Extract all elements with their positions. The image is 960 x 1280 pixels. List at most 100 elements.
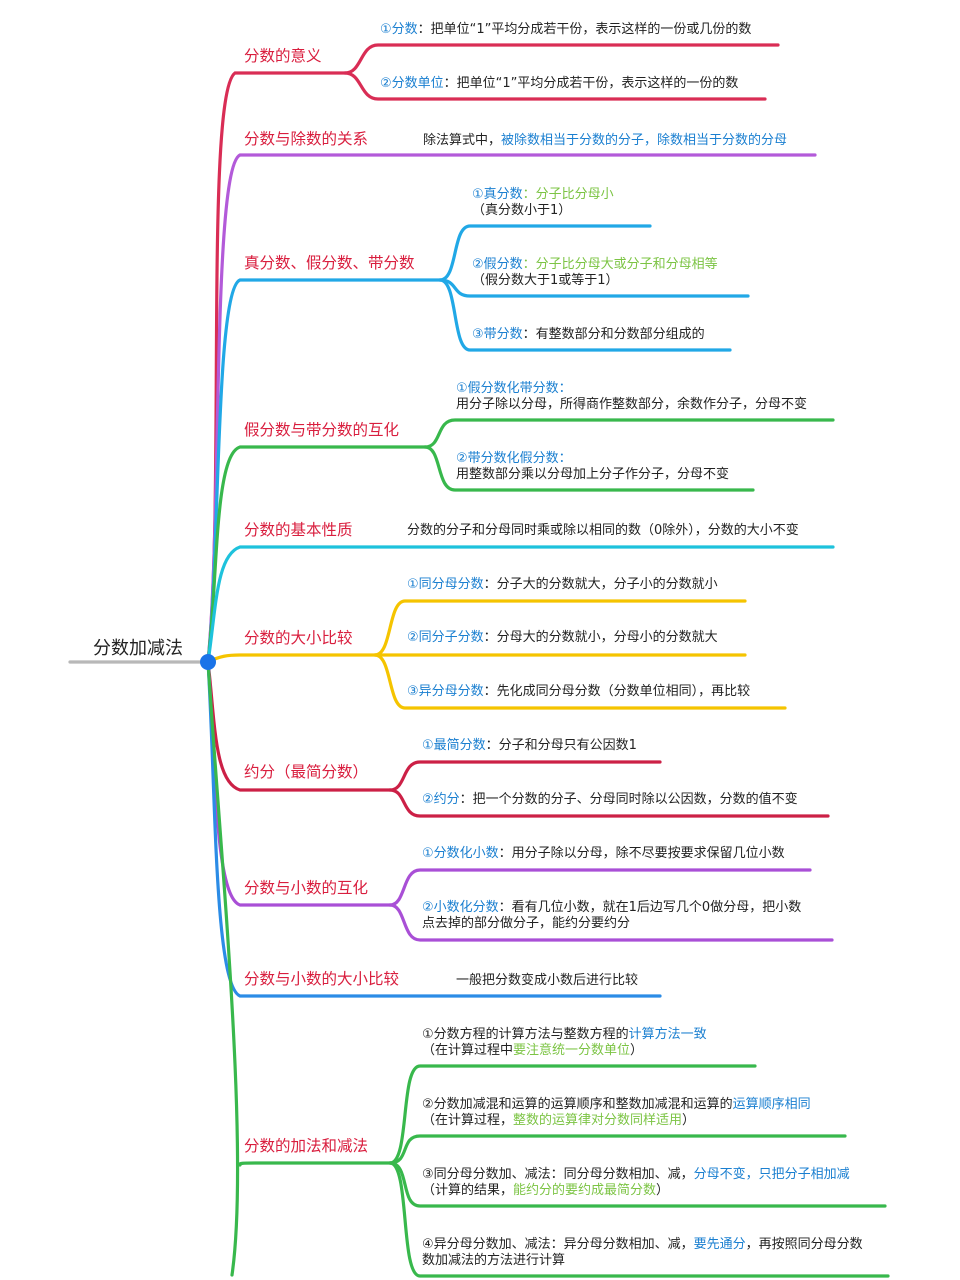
leaf-segment: 数加减法的方法进行计算 <box>422 1253 566 1268</box>
leaf-segment: ①同分母分数 <box>407 577 484 592</box>
leaf-segment: 要注意统一分数单位 <box>513 1043 631 1058</box>
leaf-segment: ，再按照同分母分数 <box>745 1237 863 1252</box>
leaf-4-1: ①假分数化带分数： 用分子除以分母，所得商作整数部分，余数作分子，分母不变 <box>456 381 807 413</box>
branch-title-8: 分数与小数的互化 <box>244 879 369 897</box>
leaf-segment: 用整数部分乘以分母加上分子作分子，分母不变 <box>456 467 730 482</box>
leaf-6-1: ①同分母分数：分子大的分数就大，分子小的分数就小 <box>407 577 718 593</box>
connector-branch-9 <box>206 660 662 998</box>
connector-branch-6 <box>206 653 377 664</box>
leaf-10-4: ④异分母分数加、减法：异分母分数相加、减，要先通分，再按照同分母分数 数加减法的… <box>422 1237 863 1269</box>
connector-leaf-10-2 <box>388 1134 847 1165</box>
leaf-10-2: ②分数加减混和运算的运算顺序和整数加减混和运算的运算顺序相同 （在计算过程，整数… <box>422 1097 811 1129</box>
leaf-10-1: ①分数方程的计算方法与整数方程的计算方法一致 （在计算过程中要注意统一分数单位） <box>422 1027 707 1059</box>
leaf-segment: ①分数化小数 <box>422 846 499 861</box>
leaf-segment: ②同分子分数 <box>407 630 484 645</box>
connector-leaf-4-1 <box>423 418 835 449</box>
leaf-segment: 整数的运算律对分数同样适用 <box>513 1113 683 1128</box>
leaf-segment: ④异分母分数加、减法：异分母分数相加、减， <box>422 1237 694 1252</box>
leaf-segment: 点去掉的部分做分子，能约分要约分 <box>422 916 631 931</box>
leaf-segment: 能约分的要约成最简分数 <box>513 1183 657 1198</box>
connector-branch-3 <box>206 278 442 664</box>
leaf-segment: ：把单位“1”平均分成若干份，表示这样的一份的数 <box>443 76 739 91</box>
leaf-segment: （在计算过程， <box>422 1113 514 1128</box>
leaf-segment: ③同分母分数加、减法：同分母分数相加、减， <box>422 1167 694 1182</box>
leaf-segment: ①分数方程的计算方法与整数方程的 <box>422 1027 629 1042</box>
leaf-segment: ：分母大的分数就小，分母小的分数就大 <box>483 630 718 645</box>
leaf-segment: ） <box>656 1183 670 1198</box>
leaf-segment: ②约分 <box>422 792 460 807</box>
branch-title-4: 假分数与带分数的互化 <box>244 421 400 439</box>
leaf-1-1: ①分数：把单位“1”平均分成若干份，表示这样的一份或几份的数 <box>380 22 751 38</box>
connector-branch-1 <box>206 71 347 664</box>
connector-leaf-8-2 <box>388 903 834 942</box>
leaf-segment: 计算方法一致 <box>628 1027 707 1042</box>
leaf-segment: ③带分数 <box>472 327 523 342</box>
connector-leaf-6-3 <box>373 653 787 710</box>
leaf-segment: 一般把分数变成小数后进行比较 <box>456 973 639 988</box>
connector-leaf-3-1 <box>438 224 652 282</box>
connector-branch-5 <box>206 545 835 664</box>
branch-title-2: 分数与除数的关系 <box>244 130 369 148</box>
leaf-segment: ） <box>682 1113 696 1128</box>
leaf-segment: ：分子比分母大或分子和分母相等 <box>522 257 718 272</box>
branch-title-5: 分数的基本性质 <box>244 521 353 539</box>
leaf-segment: ：有整数部分和分数部分组成的 <box>522 327 705 342</box>
leaf-5-1: 分数的分子和分母同时乘或除以相同的数（0除外），分数的大小不变 <box>407 523 799 539</box>
connector-branch-10-h <box>238 1161 392 1167</box>
connector-leaf-7-1 <box>388 760 662 792</box>
branch-title-1: 分数的意义 <box>244 47 322 65</box>
leaf-7-1: ①最简分数：分子和分母只有公因数1 <box>422 738 637 754</box>
leaf-segment: ②分数单位 <box>380 76 444 91</box>
leaf-segment: ②分数加减混和运算的运算顺序和整数加减混和运算的 <box>422 1097 733 1112</box>
connector-leaf-1-1 <box>343 43 780 75</box>
connector-leaf-10-4 <box>388 1161 890 1278</box>
leaf-segment: （计算的结果， <box>422 1183 514 1198</box>
leaf-3-3: ③带分数：有整数部分和分数部分组成的 <box>472 327 705 343</box>
leaf-segment: （假分数大于1或等于1） <box>472 273 619 288</box>
leaf-3-2: ②假分数：分子比分母大或分子和分母相等 （假分数大于1或等于1） <box>472 257 718 289</box>
leaf-segment: ：分子比分母小 <box>522 187 614 202</box>
leaf-9-1: 一般把分数变成小数后进行比较 <box>456 973 638 989</box>
branch-title-6: 分数的大小比较 <box>244 629 353 647</box>
leaf-segment: ：分子大的分数就大，分子小的分数就小 <box>483 577 718 592</box>
connector-branch-8 <box>206 660 392 907</box>
leaf-4-2: ②带分数化假分数： 用整数部分乘以分母加上分子作分子，分母不变 <box>456 451 729 483</box>
connector-leaf-1-2 <box>343 71 767 101</box>
leaf-3-1: ①真分数：分子比分母小 （真分数小于1） <box>472 187 614 219</box>
leaf-segment: ②带分数化假分数： <box>456 451 572 466</box>
leaf-segment: ） <box>630 1043 644 1058</box>
connector-leaf-3-3 <box>438 278 732 352</box>
leaf-segment: ：看有几位小数，就在1后边写几个0做分母，把小数 <box>498 900 802 915</box>
leaf-segment: ②假分数 <box>472 257 523 272</box>
leaf-segment: ①最简分数 <box>422 738 486 753</box>
leaf-segment: （在计算过程中 <box>422 1043 514 1058</box>
root-node-dot <box>200 654 216 670</box>
leaf-segment: 分母不变，只把分子相加减 <box>693 1167 850 1182</box>
leaf-segment: ：把一个分数的分子、分母同时除以公因数，分数的值不变 <box>459 792 798 807</box>
connector-leaf-4-2 <box>423 445 755 492</box>
connector-leaf-7-2 <box>388 788 830 818</box>
leaf-8-1: ①分数化小数：用分子除以分母，除不尽要按要求保留几位小数 <box>422 846 785 862</box>
leaf-segment: 被除数相当于分数的分子，除数相当于分数的分母 <box>501 133 788 148</box>
leaf-segment: （真分数小于1） <box>472 203 572 218</box>
leaf-segment: ：用分子除以分母，除不尽要按要求保留几位小数 <box>498 846 785 861</box>
leaf-1-2: ②分数单位：把单位“1”平均分成若干份，表示这样的一份的数 <box>380 76 738 92</box>
branch-title-9: 分数与小数的大小比较 <box>244 970 400 988</box>
leaf-10-3: ③同分母分数加、减法：同分母分数相加、减，分母不变，只把分子相加减 （计算的结果… <box>422 1167 850 1199</box>
leaf-segment: 要先通分 <box>693 1237 746 1252</box>
leaf-segment: ①分数 <box>380 22 418 37</box>
branch-title-3: 真分数、假分数、带分数 <box>244 254 415 272</box>
root-label: 分数加减法 <box>93 638 183 659</box>
leaf-segment: 用分子除以分母，所得商作整数部分，余数作分子，分母不变 <box>456 397 808 412</box>
leaf-segment: ：先化成同分母分数（分数单位相同），再比较 <box>483 684 751 699</box>
leaf-segment: ②小数化分数 <box>422 900 499 915</box>
leaf-2-1: 除法算式中，被除数相当于分数的分子，除数相当于分数的分母 <box>423 133 787 149</box>
leaf-segment: ③异分母分数 <box>407 684 484 699</box>
leaf-segment: 运算顺序相同 <box>732 1097 811 1112</box>
leaf-segment: 分数的分子和分母同时乘或除以相同的数（0除外），分数的大小不变 <box>407 523 799 538</box>
leaf-segment: ①假分数化带分数： <box>456 381 572 396</box>
branch-title-10: 分数的加法和减法 <box>244 1137 369 1155</box>
leaf-6-2: ②同分子分数：分母大的分数就小，分母小的分数就大 <box>407 630 718 646</box>
leaf-7-2: ②约分：把一个分数的分子、分母同时除以公因数，分数的值不变 <box>422 792 798 808</box>
